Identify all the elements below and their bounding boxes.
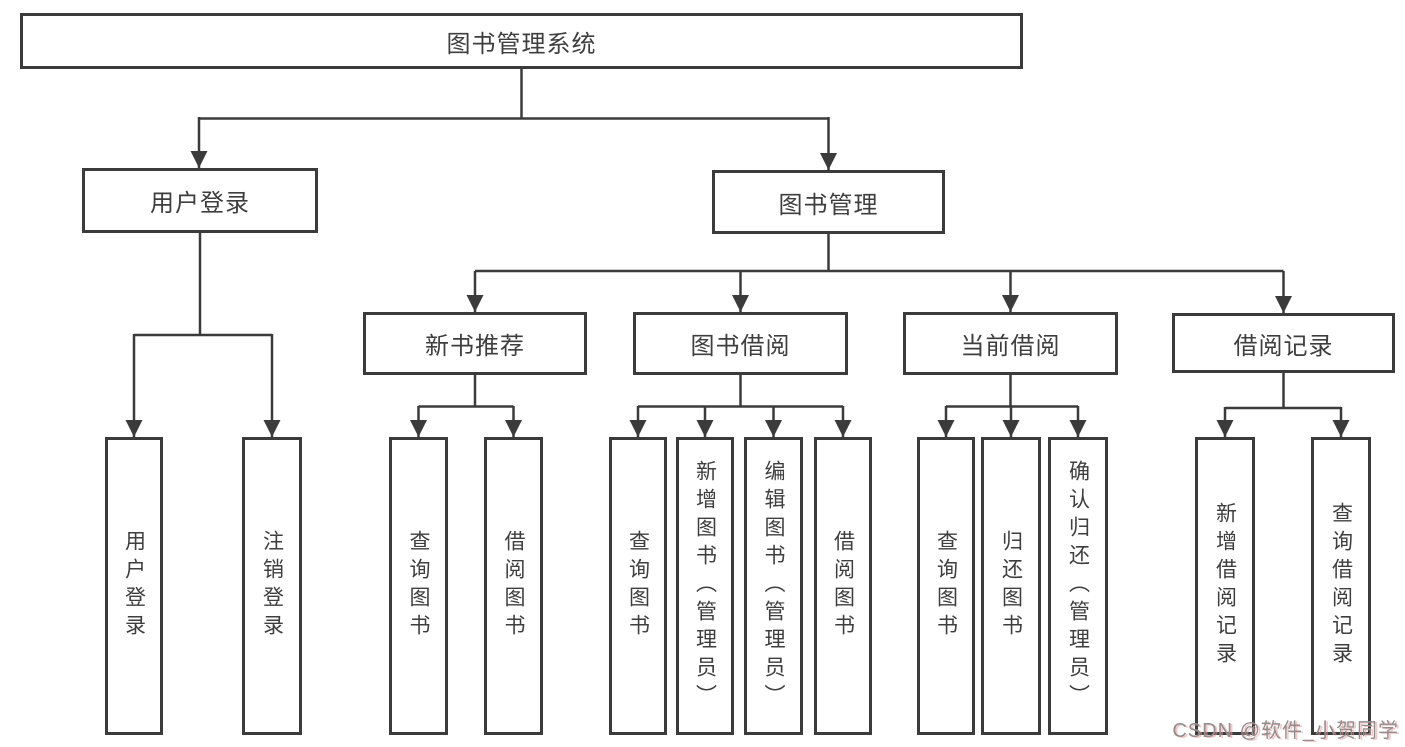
node-root: 图书管理系统	[20, 13, 1023, 69]
csdn-watermark: CSDN @软件_小贺同学	[1172, 720, 1399, 742]
leaf-query-borrow-record: 查询借阅记录	[1311, 437, 1371, 735]
node-borrow-records-label: 借阅记录	[1233, 332, 1334, 360]
connector-user-login-trunk	[134, 233, 272, 337]
node-borrow-records: 借阅记录	[1172, 313, 1395, 373]
leaf-confirm-return-admin: 确认归还（管理员）	[1048, 437, 1108, 735]
connector-new-books-trunk	[418, 375, 514, 408]
leaf-add-books-admin-label: 新增图书（管理员）	[693, 460, 717, 712]
node-book-mgmt: 图书管理	[712, 170, 945, 234]
node-new-books: 新书推荐	[363, 312, 587, 375]
leaf-query-books-2-label: 查询图书	[626, 530, 650, 642]
connector-book-borrow-trunk	[638, 375, 843, 408]
leaf-logout-label: 注销登录	[260, 530, 284, 642]
leaf-logout: 注销登录	[242, 437, 302, 735]
node-current-borrow-label: 当前借阅	[960, 333, 1061, 360]
leaf-confirm-return-admin-label: 确认归还（管理员）	[1066, 460, 1090, 712]
node-current-borrow: 当前借阅	[903, 312, 1118, 375]
leaf-edit-books-admin: 编辑图书（管理员）	[744, 437, 803, 735]
connector-root-trunk	[199, 69, 829, 120]
leaf-return-books: 归还图书	[981, 437, 1041, 735]
leaf-borrow-books-1: 借阅图书	[484, 437, 543, 735]
connector-borrow-records-trunk	[1225, 373, 1341, 410]
leaf-add-borrow-record-label: 新增借阅记录	[1213, 502, 1237, 670]
leaf-query-books-1-label: 查询图书	[407, 530, 430, 642]
leaf-query-books-3-label: 查询图书	[934, 530, 958, 642]
leaf-query-books-3: 查询图书	[917, 437, 975, 735]
node-book-borrow-label: 图书借阅	[690, 333, 791, 360]
node-user-login-label: 用户登录	[150, 190, 250, 217]
leaf-query-books-1: 查询图书	[389, 437, 448, 735]
leaf-query-books-2: 查询图书	[609, 437, 667, 735]
leaf-add-borrow-record: 新增借阅记录	[1195, 437, 1255, 735]
leaf-borrow-books-1-label: 借阅图书	[502, 530, 525, 642]
node-new-books-label: 新书推荐	[425, 333, 525, 360]
node-user-login: 用户登录	[82, 168, 318, 233]
node-root-label: 图书管理系统	[446, 30, 597, 58]
leaf-user-login: 用户登录	[105, 437, 163, 735]
leaf-borrow-books-2: 借阅图书	[814, 437, 872, 735]
leaf-query-borrow-record-label: 查询借阅记录	[1329, 502, 1353, 670]
connector-current-borrow-trunk	[946, 375, 1078, 408]
leaf-edit-books-admin-label: 编辑图书（管理员）	[762, 460, 785, 712]
leaf-add-books-admin: 新增图书（管理员）	[676, 437, 734, 735]
node-book-mgmt-label: 图书管理	[778, 191, 879, 219]
leaf-return-books-label: 归还图书	[999, 530, 1023, 642]
node-book-borrow: 图书借阅	[633, 312, 848, 375]
leaf-borrow-books-2-label: 借阅图书	[831, 530, 855, 642]
connector-book-mgmt-trunk	[475, 234, 1284, 273]
leaf-user-login-label: 用户登录	[122, 530, 146, 642]
